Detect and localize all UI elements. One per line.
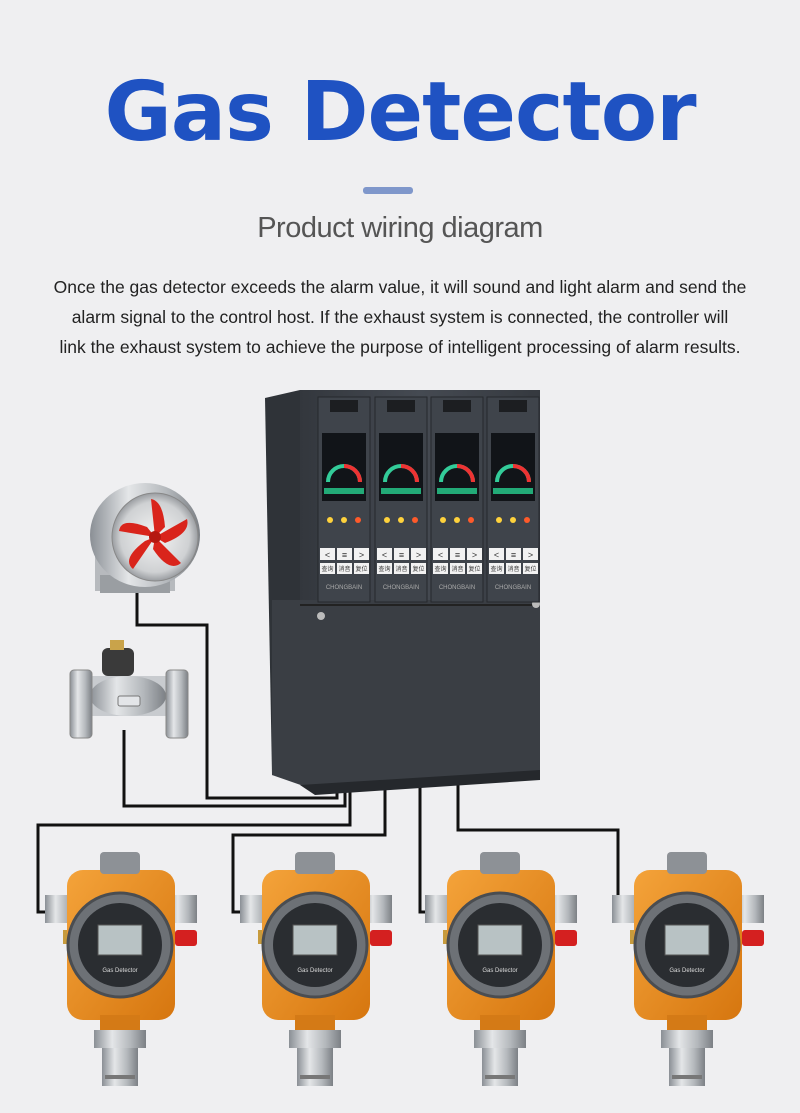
page-subtitle: Product wiring diagram	[257, 212, 543, 244]
module-button-label: >	[528, 550, 533, 560]
module-key-label: 复位	[524, 565, 536, 573]
description-line-3: link the exhaust system to achieve the p…	[59, 337, 741, 357]
wire-detector-4	[456, 780, 620, 900]
gas-detector-icon: Gas Detector	[240, 852, 392, 1086]
wiring	[36, 590, 620, 914]
solenoid-valve-icon	[69, 640, 189, 739]
module-key-label: 查询	[490, 565, 502, 573]
gas-detector-icon: Gas Detector	[612, 852, 764, 1086]
controller-module: < ≡ > 查询消音复位 CHONGBAIN	[317, 396, 371, 603]
module-button-label: <	[325, 550, 330, 560]
detector-label: Gas Detector	[669, 968, 704, 974]
module-button-label: >	[416, 550, 421, 560]
gas-detector-icon: Gas Detector	[425, 852, 577, 1086]
wire-detector-2	[231, 790, 387, 914]
description: Once the gas detector exceeds the alarm …	[30, 272, 770, 362]
module-button-label: ≡	[399, 550, 404, 560]
title-divider	[363, 187, 413, 194]
module-key-label: 复位	[355, 565, 367, 573]
module-button-label: ≡	[455, 550, 460, 560]
module-key-label: 消音	[507, 565, 519, 573]
wire-fan	[135, 590, 339, 800]
module-button-label: <	[494, 550, 499, 560]
gas-detector-icon: Gas Detector	[45, 852, 197, 1086]
controller-module: < ≡ > 查询消音复位 CHONGBAIN	[374, 396, 428, 603]
module-key-label: 查询	[378, 565, 390, 573]
module-brand: CHONGBAIN	[495, 585, 531, 591]
module-key-label: 复位	[412, 565, 424, 573]
module-button-label: >	[472, 550, 477, 560]
module-button-label: <	[438, 550, 443, 560]
exhaust-fan-icon	[90, 483, 200, 593]
module-key-label: 查询	[321, 565, 333, 573]
module-key-label: 查询	[434, 565, 446, 573]
page-title: Gas Detector	[104, 65, 696, 160]
detector-label: Gas Detector	[482, 968, 517, 974]
module-button-label: >	[359, 550, 364, 560]
module-button-label: ≡	[342, 550, 347, 560]
description-line-2: alarm signal to the control host. If the…	[71, 307, 729, 327]
module-key-label: 消音	[451, 565, 463, 573]
gas-detectors: Gas Detector Gas Detector Gas Detector Gas …	[45, 852, 764, 1086]
controller-module: < ≡ > 查询消音复位 CHONGBAIN	[486, 396, 540, 603]
module-brand: CHONGBAIN	[326, 585, 362, 591]
module-button-label: ≡	[511, 550, 516, 560]
controller-module: < ≡ > 查询消音复位 CHONGBAIN	[430, 396, 484, 603]
module-key-label: 消音	[338, 565, 350, 573]
module-brand: CHONGBAIN	[383, 585, 419, 591]
wire-detector-1	[36, 790, 352, 914]
detector-label: Gas Detector	[297, 968, 332, 974]
controller-modules: <≡>查询消音复位CHONGBAIN<≡>查询消音复位CHONGBAIN<≡>查…	[317, 396, 540, 603]
module-key-label: 消音	[395, 565, 407, 573]
wire-detector-3	[418, 780, 430, 914]
description-line-1: Once the gas detector exceeds the alarm …	[53, 277, 747, 297]
detector-label: Gas Detector	[102, 968, 137, 974]
module-button-label: <	[382, 550, 387, 560]
module-key-label: 复位	[468, 565, 480, 573]
wire-valve	[122, 730, 347, 808]
module-brand: CHONGBAIN	[439, 585, 475, 591]
